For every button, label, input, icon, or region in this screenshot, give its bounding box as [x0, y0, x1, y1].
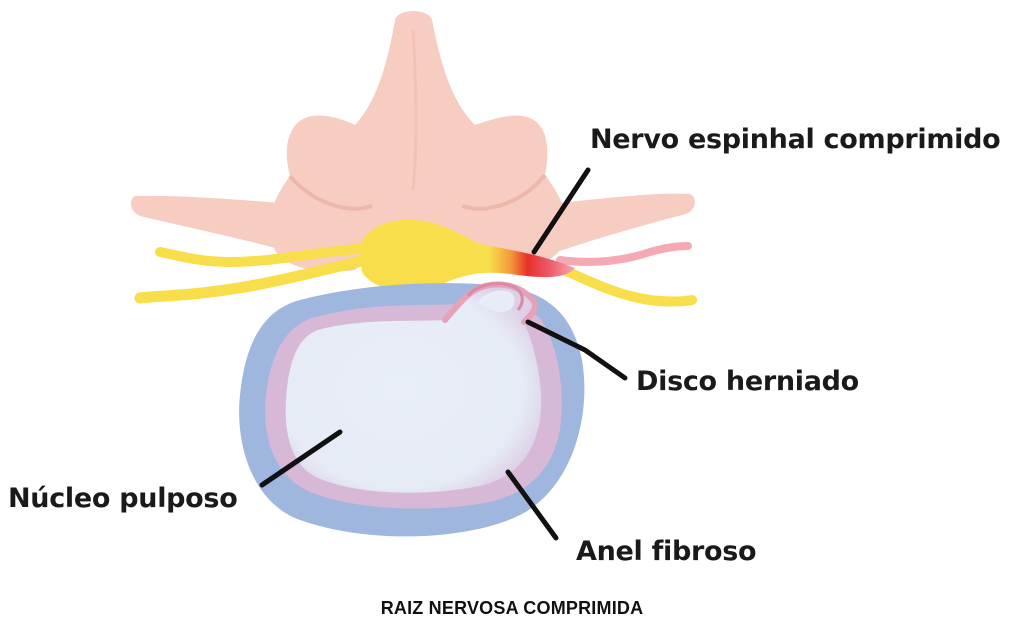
nucleus-pulposus — [285, 284, 542, 493]
transverse-process-left — [130, 195, 300, 255]
label-annulus-fibrosus: Anel fibroso — [576, 536, 757, 567]
herniation-inner — [478, 290, 515, 312]
leader-line-nucleus-pulposus — [259, 429, 343, 488]
spinal-nerve — [134, 219, 697, 307]
spinal-cord — [360, 219, 575, 292]
leader-line-herniated-disc — [525, 319, 628, 381]
articular-process-left-shade — [288, 174, 373, 211]
nerve-right-branch-lower — [555, 263, 697, 307]
nerve-right-branch-upper — [556, 242, 692, 266]
spinous-process-shade — [411, 29, 418, 191]
articular-process-right-shade — [461, 173, 547, 211]
label-nucleus-pulposus: Núcleo pulposo — [8, 483, 238, 514]
leader-line-annulus-fibrosus — [505, 469, 559, 541]
label-herniated-disc: Disco herniado — [636, 366, 859, 397]
transverse-process-right — [540, 193, 695, 258]
intervertebral-disc — [239, 281, 585, 537]
vertebra — [130, 11, 695, 272]
leader-lines — [259, 167, 628, 541]
leader-line-compressed-nerve — [531, 167, 591, 255]
nerve-left-branch-upper — [155, 243, 380, 268]
label-compressed-nerve: Nervo espinhal comprimido — [590, 124, 1001, 155]
figure-caption: RAIZ NERVOSA COMPRIMIDA — [380, 598, 644, 618]
nerve-left-branch-lower — [134, 252, 381, 304]
herniation-protrusion — [466, 282, 524, 311]
